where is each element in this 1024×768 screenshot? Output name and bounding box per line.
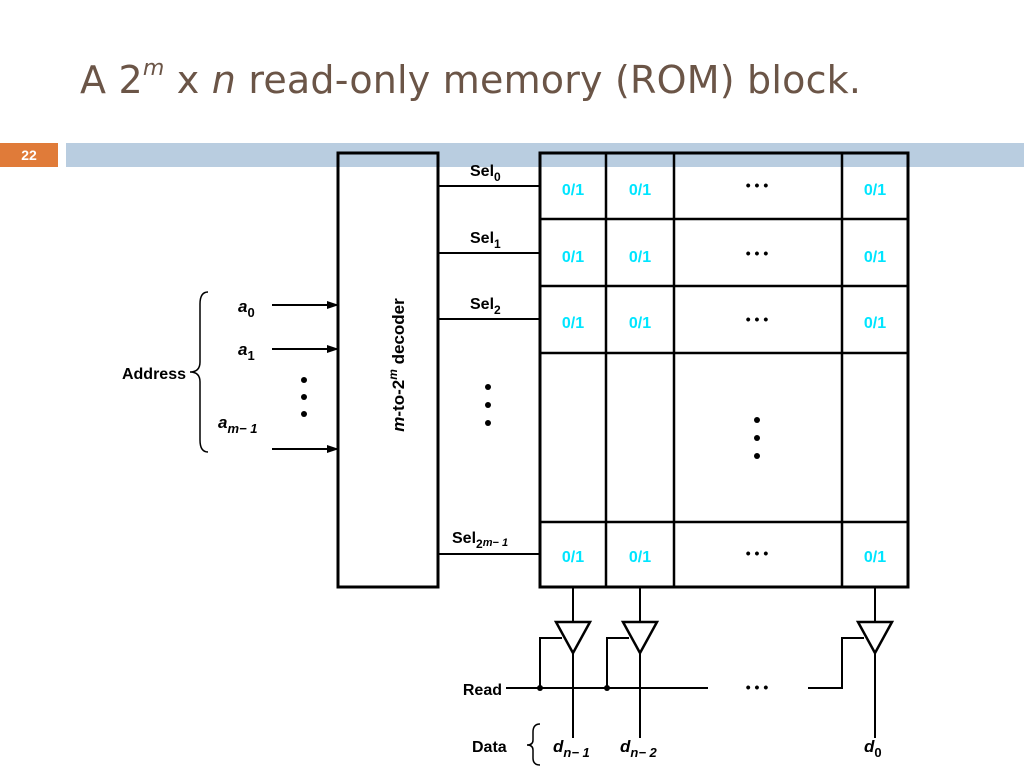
buffer-last xyxy=(855,620,895,656)
address-brace xyxy=(189,291,209,453)
address-input-a1: a1 xyxy=(238,340,255,363)
cell-r2-c1: 0/1 xyxy=(629,315,651,332)
data-output-d0: d0 xyxy=(864,737,882,760)
title-n: n xyxy=(211,58,237,102)
sel-label-last: Sel2m− 1 xyxy=(452,530,508,551)
title-superscript: m xyxy=(142,56,165,82)
rowL-ellipsis: • • • xyxy=(746,545,769,561)
title-prefix: A 2 xyxy=(80,58,143,102)
cell-r0-c0: 0/1 xyxy=(562,182,584,199)
row0-ellipsis: • • • xyxy=(746,177,769,193)
cell-r1-c1: 0/1 xyxy=(629,249,651,266)
read-label: Read xyxy=(463,682,502,699)
row1-ellipsis: • • • xyxy=(746,245,769,261)
slide-number: 22 xyxy=(21,147,37,163)
title-mid: x xyxy=(164,58,212,102)
cell-r2-c3: 0/1 xyxy=(864,315,886,332)
sel-label-1: Sel1 xyxy=(470,230,501,251)
cell-r0-c3: 0/1 xyxy=(864,182,886,199)
address-input-am1: am− 1 xyxy=(218,413,257,436)
cell-rL-c0: 0/1 xyxy=(562,549,584,566)
cell-rL-c3: 0/1 xyxy=(864,549,886,566)
address-label: Address xyxy=(122,366,186,383)
buffer-0 xyxy=(553,620,593,656)
decoder-label: m-to-2m decoder xyxy=(386,298,408,432)
sel-label-2: Sel2 xyxy=(470,296,501,317)
array-vertical-ellipsis xyxy=(754,417,760,459)
data-output-dn2: dn− 2 xyxy=(620,737,658,760)
cell-r1-c3: 0/1 xyxy=(864,249,886,266)
address-vertical-ellipsis xyxy=(301,377,307,417)
slide-number-badge xyxy=(0,143,58,167)
cell-r1-c0: 0/1 xyxy=(562,249,584,266)
data-brace xyxy=(526,723,541,766)
buffer-1 xyxy=(620,620,660,656)
cell-r0-c1: 0/1 xyxy=(629,182,651,199)
cell-r2-c0: 0/1 xyxy=(562,315,584,332)
slide-title: A 2m x n read-only memory (ROM) block. xyxy=(80,56,862,102)
data-output-dn1: dn− 1 xyxy=(553,737,590,760)
header-accent-bar xyxy=(66,143,1024,167)
title-suffix: read-only memory (ROM) block. xyxy=(236,58,862,102)
data-label: Data xyxy=(472,739,507,756)
memory-array xyxy=(538,151,910,589)
sel-vertical-ellipsis xyxy=(485,384,491,426)
address-input-a0: a0 xyxy=(238,297,255,320)
decoder-box xyxy=(336,151,440,589)
cell-rL-c1: 0/1 xyxy=(629,549,651,566)
sel-label-0: Sel0 xyxy=(470,163,501,184)
read-ellipsis: • • • xyxy=(746,679,769,695)
row2-ellipsis: • • • xyxy=(746,311,769,327)
